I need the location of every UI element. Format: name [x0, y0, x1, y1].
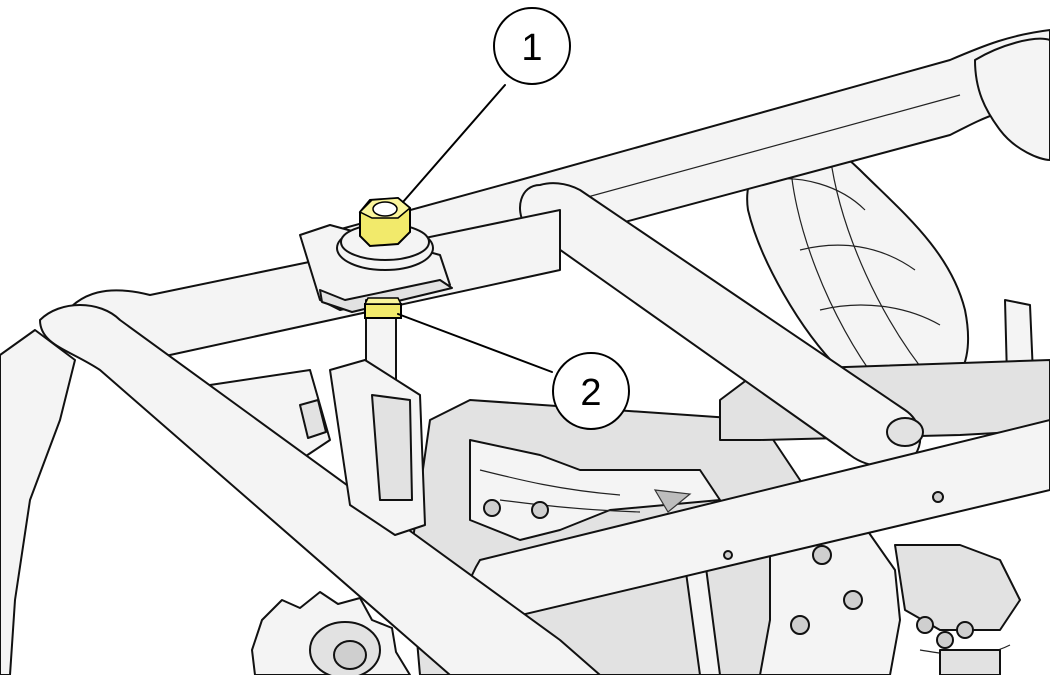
callout-circle-2	[552, 352, 630, 430]
leader-line-1	[402, 84, 506, 203]
callout-circle-1	[493, 7, 571, 85]
callout-label-1: 1	[521, 27, 542, 69]
callout-label-2: 2	[580, 372, 601, 414]
lower-nut	[363, 297, 403, 319]
sprocket	[251, 591, 411, 675]
leader-line-2	[397, 313, 553, 373]
callout-2: 2	[397, 313, 630, 430]
callout-1: 1	[402, 7, 571, 203]
upper-nut	[336, 196, 434, 271]
frame-rail-left	[0, 304, 601, 675]
